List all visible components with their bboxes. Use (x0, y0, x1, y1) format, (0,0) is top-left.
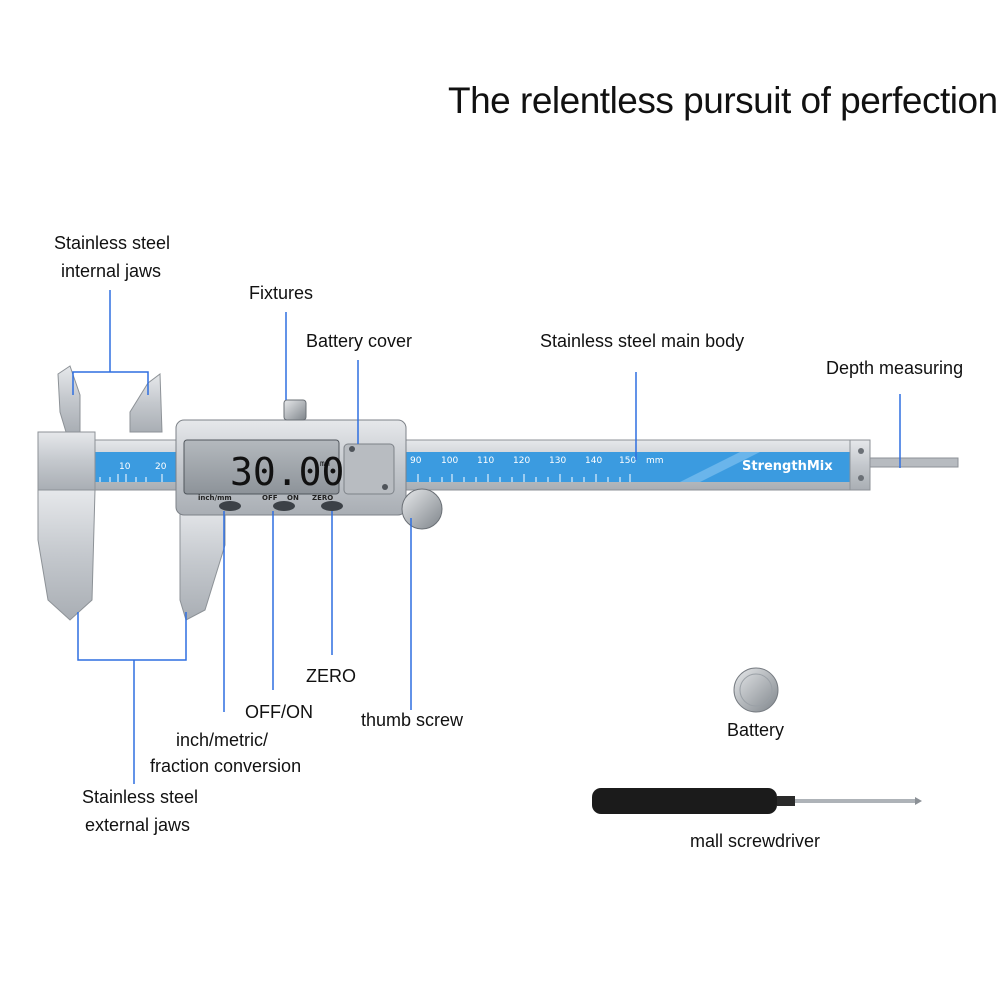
scale-label: 100 (441, 456, 458, 466)
button-label: ON (287, 494, 299, 502)
lcd-reading: 30.00 (230, 450, 344, 494)
scale-label: 20 (155, 462, 167, 472)
external-jaws-label-2: external jaws (85, 815, 191, 835)
scale-label: 110 (477, 456, 494, 466)
lcd-unit: mm (320, 459, 330, 468)
battery-cover-label: Battery cover (306, 331, 413, 351)
scale-unit: mm (646, 456, 664, 466)
battery-cover (343, 443, 395, 495)
fixed-jaw (37, 365, 96, 621)
scale-right (417, 474, 631, 482)
sliding-jaw (129, 373, 226, 621)
battery-label: Battery (727, 720, 785, 740)
screwdriver (592, 788, 922, 814)
brand-name: StrengthMix (742, 459, 833, 474)
scale-label: 140 (585, 456, 602, 466)
button-label: inch/mm (198, 494, 232, 502)
scale-label: 130 (549, 456, 566, 466)
page-title: The relentless pursuit of perfection (448, 80, 998, 121)
main-body-label: Stainless steel main body (540, 331, 745, 351)
scale-label: 120 (513, 456, 530, 466)
internal-jaws-label-1: Stainless steel (54, 233, 171, 253)
depth-rod (869, 457, 959, 468)
thumb-wheel (401, 488, 443, 530)
inch-mm-button (219, 501, 241, 511)
fixtures-label: Fixtures (249, 283, 314, 303)
conversion-label-2: fraction conversion (150, 756, 302, 776)
zero-button (321, 501, 343, 511)
internal-jaws-label-2: internal jaws (61, 261, 162, 281)
fixture-screw (283, 399, 307, 421)
lcd-screen (183, 439, 340, 495)
conversion-label-1: inch/metric/ (176, 730, 269, 750)
off-on-label: OFF/ON (245, 702, 313, 722)
scale-label: 10 (119, 462, 131, 472)
thumb-screw-label: thumb screw (361, 710, 464, 730)
button-label: ZERO (312, 494, 333, 502)
external-jaws-label-1: Stainless steel (82, 787, 199, 807)
screwdriver-label: mall screwdriver (690, 831, 821, 851)
scale-label: 150 (619, 456, 636, 466)
battery-coin (733, 667, 779, 713)
button-label: OFF (262, 494, 278, 502)
scale-label: 90 (410, 456, 422, 466)
zero-label: ZERO (306, 666, 357, 686)
slider-housing: 30.00 mm inch/mm OFF ON ZERO (175, 399, 443, 530)
off-on-button (273, 501, 295, 511)
depth-measuring-label: Depth measuring (826, 358, 964, 378)
leader-lines (72, 290, 901, 784)
